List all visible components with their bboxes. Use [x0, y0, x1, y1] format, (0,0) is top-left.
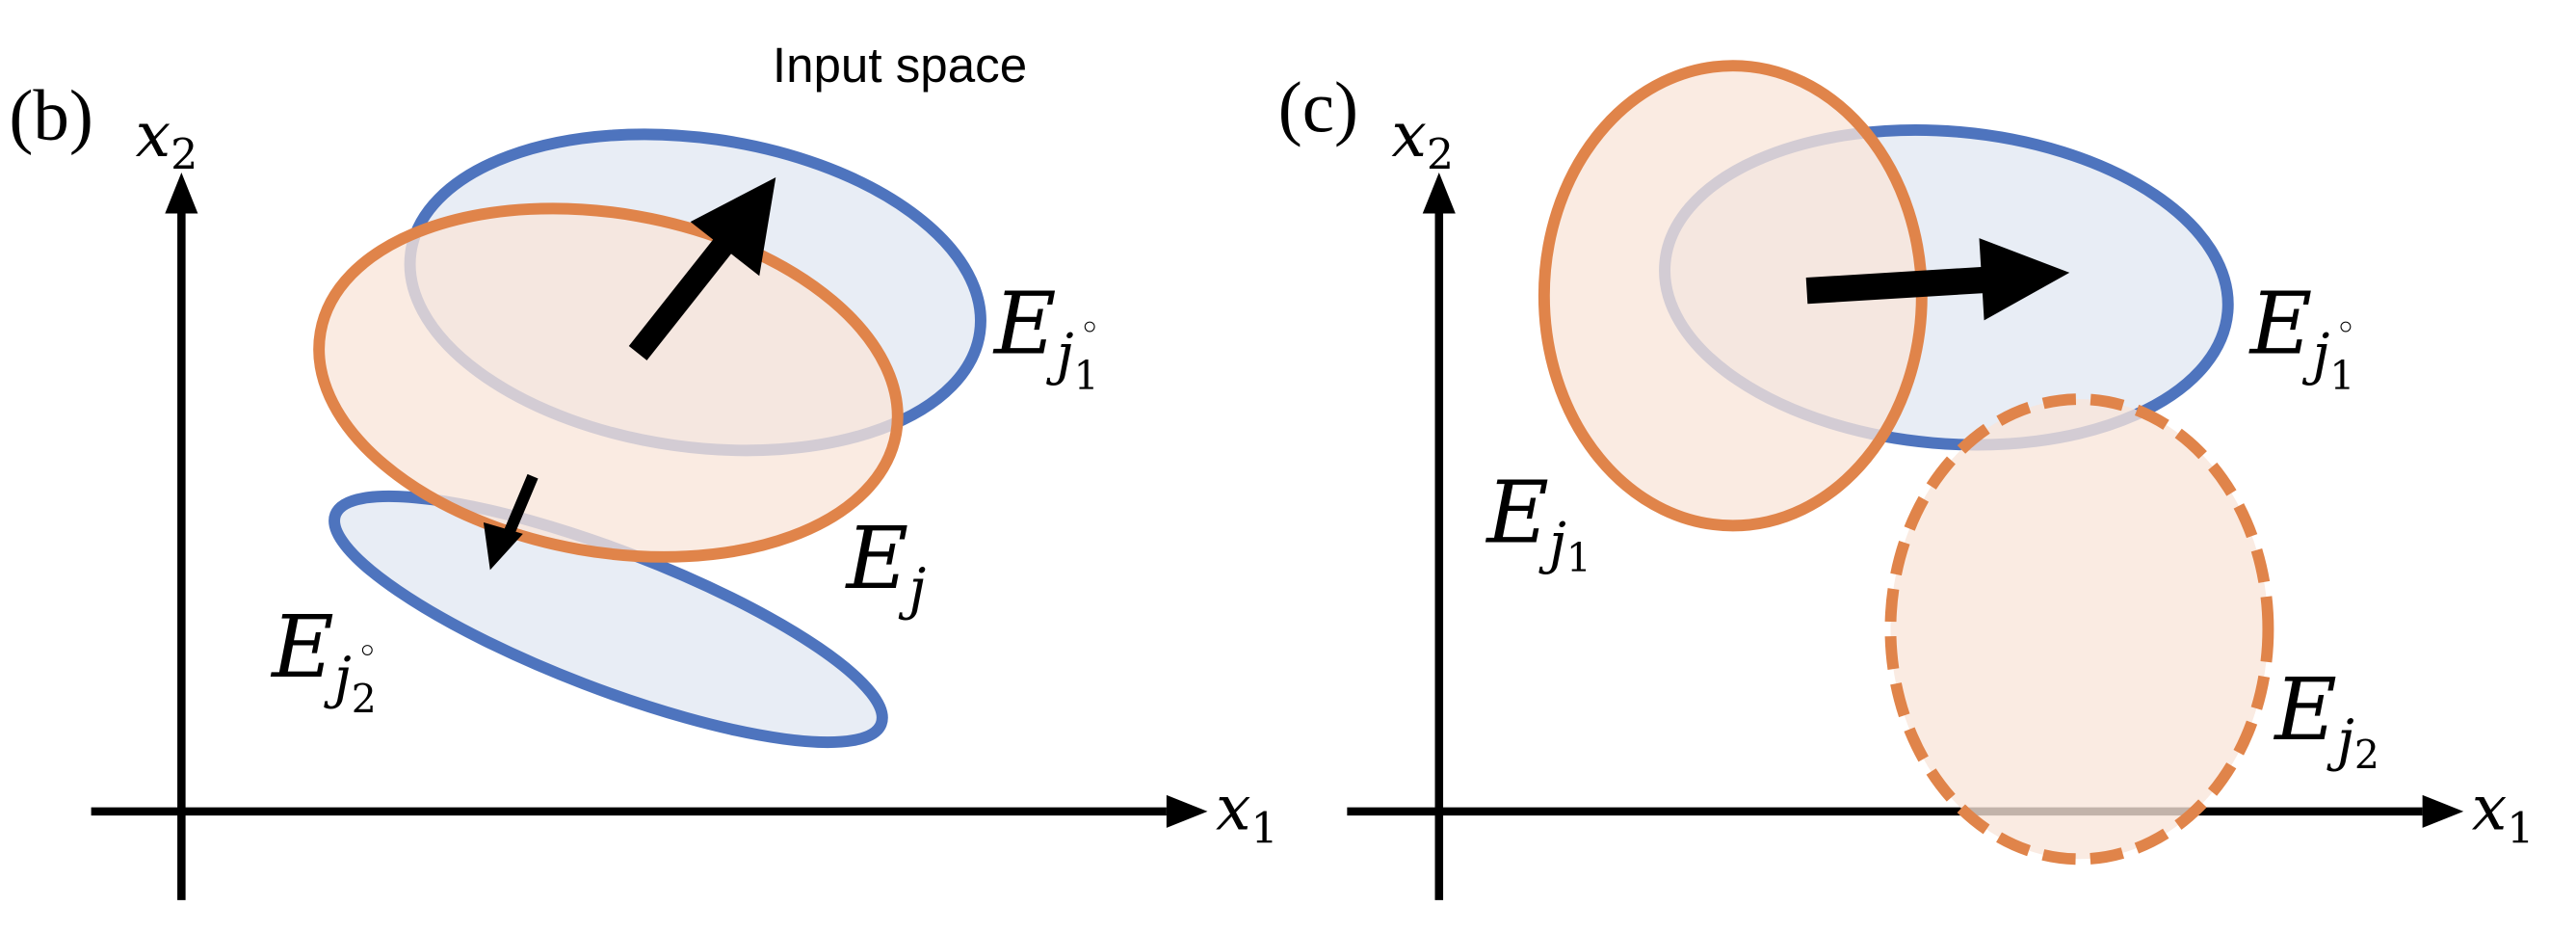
arrowhead-small-icon	[483, 521, 523, 571]
y-axis-arrowhead-icon	[1422, 172, 1456, 214]
panel-c-label: (c)	[1278, 67, 1358, 147]
shift-arrow	[1805, 266, 1997, 305]
label-e-j1: Ej1	[1485, 463, 1591, 581]
x-axis-label: x1	[1216, 773, 1278, 854]
shift-arrow-small	[501, 473, 539, 542]
input-space-title: Input space	[773, 38, 1027, 93]
panel-b-label: (b)	[9, 76, 92, 156]
label-e-j: Ej	[845, 509, 927, 621]
label-e-j2-circ: Ej2◦	[270, 598, 378, 722]
shift-arrow-large	[628, 227, 741, 360]
panel-b: (b) Input space x2 x1 Ej1◦ Ej Ej2◦	[9, 38, 1278, 900]
x-axis-arrowhead-icon	[1166, 794, 1208, 828]
arrowhead-large-icon	[690, 177, 776, 277]
ellipse-e-j2-dashed	[1884, 393, 2274, 866]
label-e-j1-circ: Ej1◦	[2248, 274, 2356, 398]
x-axis-arrowhead-icon	[2422, 794, 2464, 828]
arrowhead-icon	[1979, 238, 2070, 321]
y-axis-label: x2	[1391, 99, 1454, 180]
y-axis-label: x2	[136, 99, 198, 180]
panel-c: (c) x2 x1 Ej1◦ Ej1 Ej2	[1278, 60, 2535, 900]
ellipse-e-j	[313, 202, 904, 563]
y-axis-arrowhead-icon	[165, 172, 198, 214]
x-axis-label: x1	[2472, 773, 2535, 854]
label-e-j2: Ej2	[2273, 660, 2379, 779]
label-e-j1-circ: Ej1◦	[992, 274, 1100, 398]
